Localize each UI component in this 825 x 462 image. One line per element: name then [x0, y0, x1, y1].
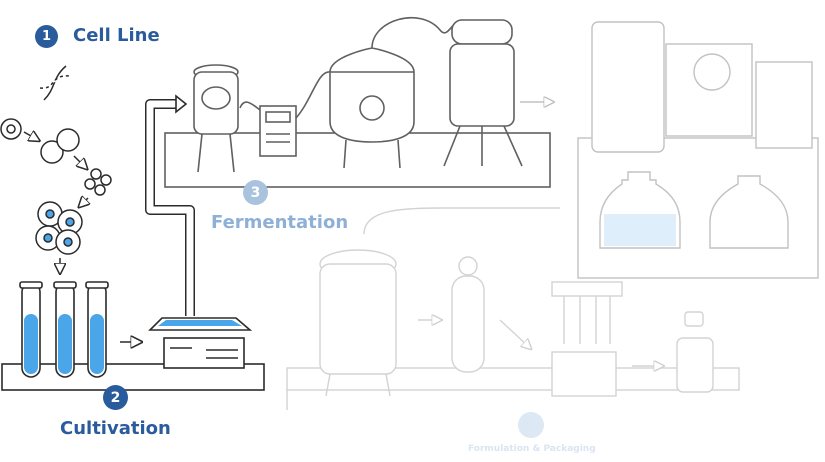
cell-colony: [35, 201, 83, 255]
cell-cluster: [84, 168, 112, 196]
stage-2-label: Cultivation: [60, 418, 171, 439]
purification-area: [520, 21, 819, 279]
stage-3-badge: 3: [243, 180, 268, 205]
control-unit: [755, 61, 813, 149]
chromatography-column: [591, 21, 665, 153]
formulation-badge: [518, 412, 544, 438]
cell-line-area: [0, 65, 112, 272]
test-tube-2: [53, 281, 77, 378]
test-tube-1: [19, 281, 43, 378]
well-plate: [551, 351, 617, 397]
bioreactor: [451, 19, 513, 45]
stage-3-label: Fermentation: [211, 212, 349, 233]
storage-tank: [319, 249, 397, 279]
fermentation-area: [164, 16, 551, 188]
purification-bench: [577, 137, 819, 279]
pipetting-head: [551, 281, 623, 297]
large-fermenter: [329, 47, 415, 143]
gas-cylinder: [451, 275, 485, 373]
shaker-base: [163, 337, 245, 369]
test-tube-3: [85, 281, 109, 378]
centrifuge: [665, 43, 753, 137]
stage-1-badge: 1: [35, 25, 58, 48]
dividing-cell: [40, 140, 64, 164]
collection-bottle-2: [709, 175, 789, 249]
stage-4-label: Formulation & Packaging: [468, 444, 596, 454]
cultivation-area: [1, 94, 265, 391]
product-vial: [676, 337, 714, 393]
collection-bottle-1: [599, 171, 681, 249]
formulation-packaging-area: [286, 207, 740, 410]
packaging-bench: [286, 367, 740, 391]
dna-helix: [43, 65, 67, 101]
stage-2-badge: 2: [103, 385, 128, 410]
stage-1-label: Cell Line: [73, 25, 160, 46]
